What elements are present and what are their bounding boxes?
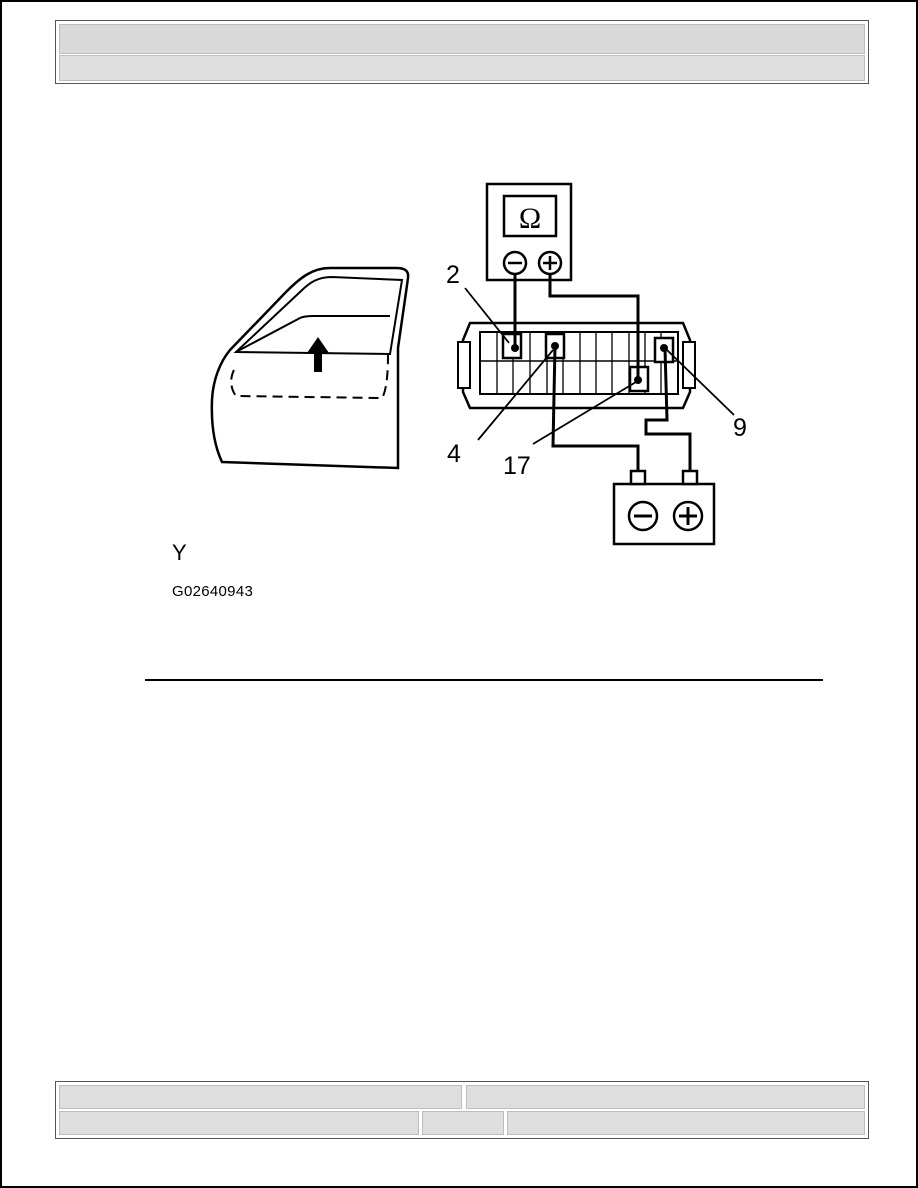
- footer-cell-middle-bottom: [422, 1111, 504, 1135]
- footer-cell-right-bottom: [507, 1111, 865, 1135]
- figure-code: G02640943: [172, 583, 254, 600]
- wiring-diagram: Ω: [210, 182, 747, 546]
- figure-caption-letter: Y: [172, 540, 187, 565]
- ohmmeter-icon: Ω: [485, 182, 573, 282]
- connector-icon: [457, 321, 696, 410]
- pin-label-4: 4: [447, 440, 461, 468]
- battery-icon: [612, 469, 716, 546]
- ohm-symbol: Ω: [519, 202, 541, 235]
- section-divider: [145, 679, 823, 681]
- pin-label-2: 2: [446, 261, 460, 289]
- header-subtitle-bar: [59, 55, 865, 81]
- test-leads: [513, 274, 692, 471]
- page-header: [55, 20, 869, 84]
- up-arrow-icon: [307, 337, 329, 372]
- footer-cell-right-top: [466, 1085, 865, 1109]
- leader-lines: [464, 287, 735, 445]
- pin-label-9: 9: [733, 414, 747, 442]
- header-title-bar: [59, 24, 865, 54]
- pin-label-17: 17: [503, 452, 531, 480]
- page-footer: [55, 1081, 869, 1139]
- door-icon: [210, 266, 410, 470]
- footer-cell-left-top: [59, 1085, 462, 1109]
- footer-cell-left-bottom: [59, 1111, 419, 1135]
